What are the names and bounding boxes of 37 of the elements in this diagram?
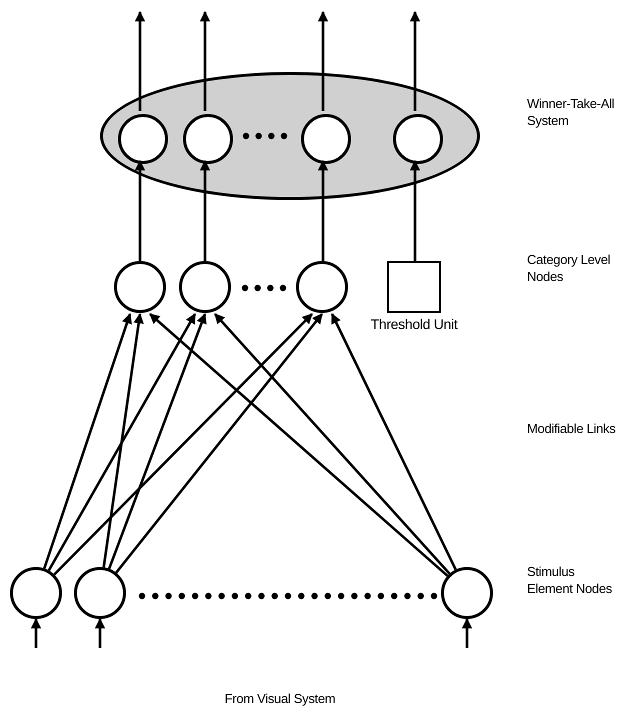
node-caption: Threshold Unit	[370, 316, 459, 333]
arrow	[330, 313, 457, 570]
node-circle	[183, 114, 233, 164]
arrow	[200, 10, 210, 111]
threshold-square	[387, 261, 441, 313]
node-circle	[301, 114, 351, 164]
node-circle	[74, 567, 126, 619]
arrow	[43, 313, 132, 569]
layer-label: Stimulus Element Nodes	[527, 563, 613, 597]
arrow	[134, 10, 146, 111]
arrow	[134, 160, 146, 261]
layer-label: Category Level Nodes	[527, 251, 612, 285]
node-circle	[179, 261, 231, 313]
node-circle	[114, 261, 166, 313]
arrow	[30, 618, 42, 648]
arrow	[102, 312, 144, 568]
arrow	[94, 618, 106, 648]
node-circle	[10, 567, 62, 619]
arrow	[108, 313, 207, 570]
arrow	[462, 618, 472, 648]
arrow	[318, 160, 328, 261]
layer-label: Modifiable Links	[527, 420, 616, 437]
arrow	[410, 10, 420, 111]
input-source-label: From Visual System	[224, 690, 336, 707]
layer-label: Winner-Take-All System	[527, 95, 616, 129]
node-circle	[393, 114, 443, 164]
node-circle	[118, 114, 168, 164]
node-circle	[296, 261, 348, 313]
arrow	[53, 313, 313, 576]
arrow	[149, 313, 448, 577]
node-circle	[441, 567, 493, 619]
arrow	[115, 313, 324, 574]
arrow	[214, 313, 451, 575]
arrow	[318, 10, 328, 111]
arrow	[48, 313, 196, 572]
arrow	[410, 160, 420, 261]
arrow	[200, 160, 210, 261]
